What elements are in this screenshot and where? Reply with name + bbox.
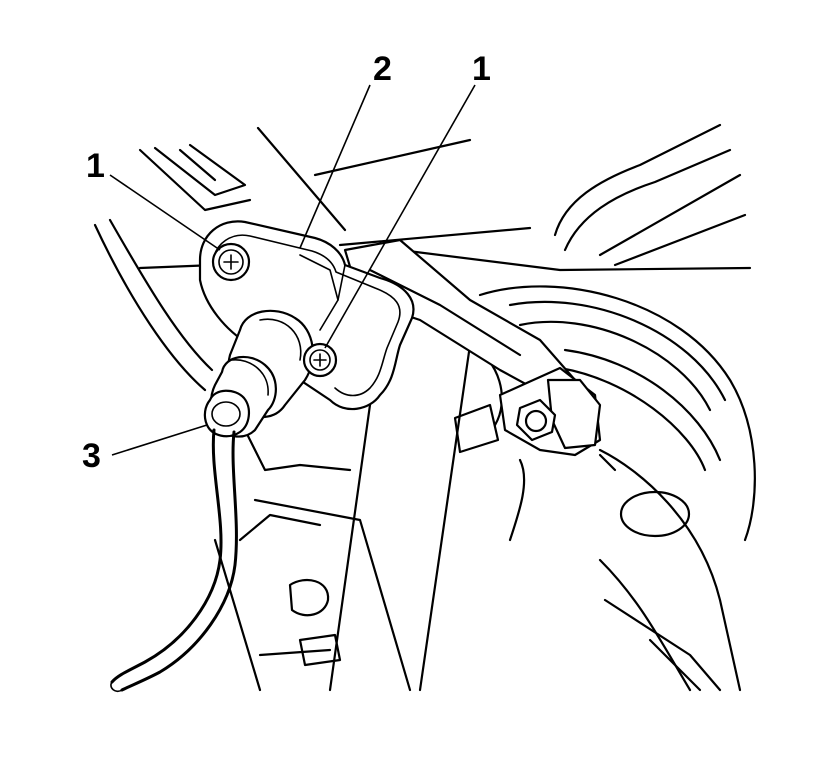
bolt-right (302, 342, 338, 378)
leader-2 (299, 84, 371, 249)
sensor-cable (110, 428, 238, 693)
callout-1-top: 1 (472, 50, 491, 88)
callout-3: 3 (82, 437, 101, 475)
callout-2: 2 (373, 50, 392, 88)
wheel-housing (478, 123, 756, 692)
callout-1-left: 1 (86, 147, 105, 185)
right-bracket (498, 366, 617, 542)
left-bracket (93, 126, 352, 472)
leader-3 (111, 424, 208, 456)
hole-icon (619, 490, 691, 538)
cross-icon (223, 254, 239, 270)
nut-icon (515, 398, 557, 442)
leader-1-left (109, 174, 221, 251)
bolt-left (211, 242, 251, 282)
leader-lines (109, 84, 476, 456)
cross-icon (313, 353, 327, 367)
speed-sensor (203, 309, 314, 438)
lower-plate (213, 498, 412, 692)
leader-1-top (324, 84, 476, 349)
